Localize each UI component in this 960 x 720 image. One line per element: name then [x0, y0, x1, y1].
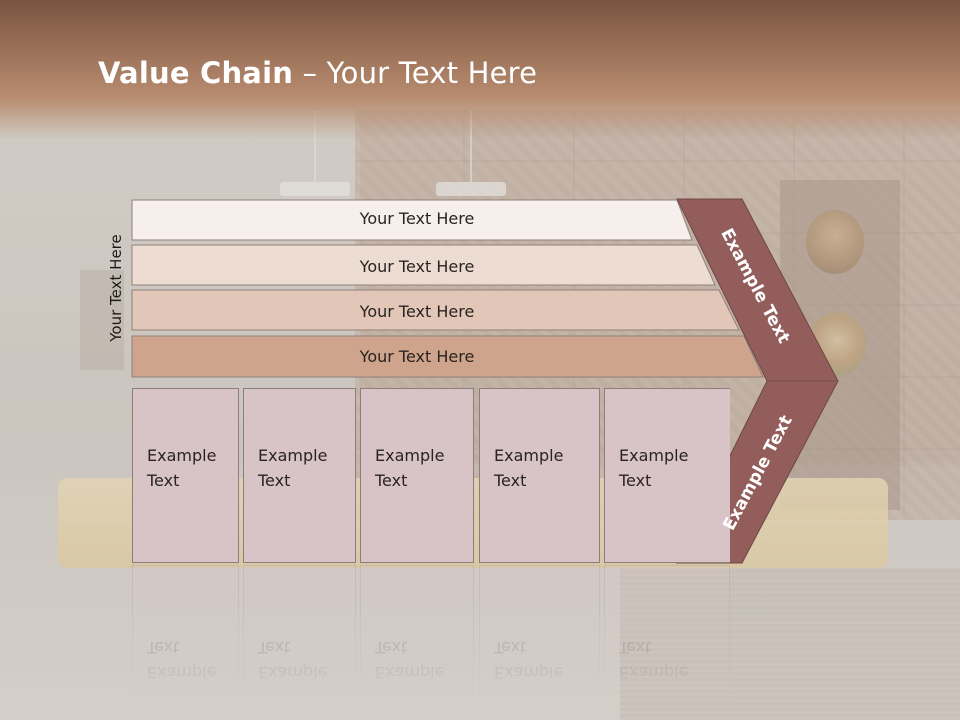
- column-3[interactable]: Example Text: [360, 388, 474, 563]
- reflection-column: Example Text: [479, 565, 600, 720]
- title-bold: Value Chain: [98, 56, 294, 90]
- column-2-text: Example Text: [258, 446, 328, 490]
- lamp-wire: [470, 110, 472, 182]
- band-1-shape[interactable]: [131, 199, 693, 241]
- reflection-column-text: Example Text: [619, 638, 689, 682]
- reflection-column-text: Example Text: [147, 638, 217, 682]
- reflection-column: Example Text: [243, 565, 356, 720]
- band-2-shape[interactable]: [131, 244, 716, 286]
- reflection-column: Example Text: [604, 565, 730, 720]
- slide-title[interactable]: Value Chain – Your Text Here: [98, 56, 537, 90]
- title-rest: – Your Text Here: [293, 56, 538, 90]
- reflection-inner: Example Text Example Text Example Text E…: [0, 565, 960, 720]
- lamp-wire: [314, 110, 316, 182]
- reflection-column-text: Example Text: [375, 638, 445, 682]
- ceiling-lamp-icon: [436, 182, 506, 196]
- header-band: [0, 0, 960, 140]
- band-2-text[interactable]: Your Text Here: [359, 257, 475, 276]
- column-5-text: Example Text: [619, 446, 689, 490]
- band-3-text[interactable]: Your Text Here: [359, 302, 475, 321]
- column-3-text: Example Text: [375, 446, 445, 490]
- band-4-shape[interactable]: [131, 335, 764, 378]
- reflection: Example Text Example Text Example Text E…: [0, 565, 960, 720]
- decor-mask-icon: [806, 210, 864, 274]
- column-1-text: Example Text: [147, 446, 217, 490]
- column-5[interactable]: Example Text: [604, 388, 730, 563]
- background-rug: [620, 568, 960, 720]
- band-3-shape[interactable]: [131, 289, 740, 331]
- ceiling-lamp-icon: [280, 182, 350, 196]
- band-1-text[interactable]: Your Text Here: [359, 209, 475, 228]
- background-frame: [80, 270, 124, 370]
- reflection-column-text: Example Text: [494, 638, 564, 682]
- reflection-column: Example Text: [360, 565, 474, 720]
- column-2[interactable]: Example Text: [243, 388, 356, 563]
- reflection-column-text: Example Text: [258, 638, 328, 682]
- column-4-text: Example Text: [494, 446, 564, 490]
- column-1[interactable]: Example Text: [132, 388, 239, 563]
- column-4[interactable]: Example Text: [479, 388, 600, 563]
- band-4-text[interactable]: Your Text Here: [359, 347, 475, 366]
- reflection-column: Example Text: [132, 565, 239, 720]
